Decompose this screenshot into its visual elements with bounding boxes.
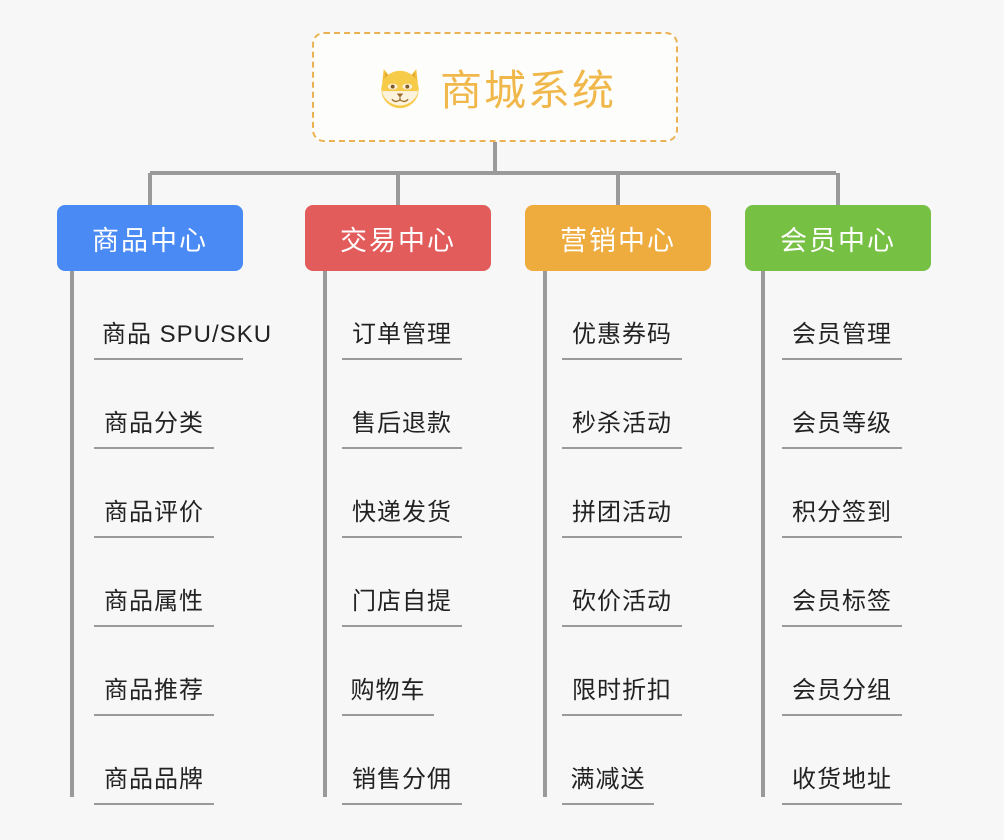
- leaf-item-label: 满减送: [570, 766, 646, 793]
- leaf-list: 优惠券码秒杀活动拼团活动砍价活动限时折扣满减送: [525, 271, 711, 805]
- leaf-underline: 商品评价: [94, 492, 214, 538]
- leaf-underline: 会员分组: [782, 670, 902, 716]
- leaf-underline: 秒杀活动: [562, 403, 682, 449]
- category-header[interactable]: 交易中心: [305, 205, 491, 271]
- leaf-item[interactable]: 商品 SPU/SKU: [57, 271, 273, 360]
- shiba-dog-face-icon: [374, 61, 426, 113]
- leaf-item-label: 拼团活动: [572, 499, 672, 526]
- leaf-item-label: 秒杀活动: [572, 410, 672, 437]
- leaf-item[interactable]: 会员分组: [745, 627, 931, 716]
- leaf-item[interactable]: 快递发货: [305, 449, 491, 538]
- leaf-item[interactable]: 限时折扣: [525, 627, 711, 716]
- category-header[interactable]: 商品中心: [57, 205, 243, 271]
- leaf-underline: 会员管理: [782, 314, 902, 360]
- leaf-item-label: 商品 SPU/SKU: [102, 321, 273, 348]
- leaf-item[interactable]: 购物车: [305, 627, 491, 716]
- root-title: 商城系统: [439, 66, 616, 114]
- leaf-item[interactable]: 商品分类: [57, 360, 243, 449]
- category-column: 营销中心优惠券码秒杀活动拼团活动砍价活动限时折扣满减送: [525, 205, 711, 805]
- leaf-item-label: 销售分佣: [352, 766, 452, 793]
- leaf-item-label: 商品品牌: [104, 766, 204, 793]
- leaf-item[interactable]: 销售分佣: [305, 716, 491, 805]
- category-column: 交易中心订单管理售后退款快递发货门店自提购物车销售分佣: [305, 205, 491, 805]
- leaf-underline: 门店自提: [342, 581, 462, 627]
- leaf-item[interactable]: 订单管理: [305, 271, 491, 360]
- leaf-item-label: 会员等级: [792, 410, 892, 437]
- leaf-item[interactable]: 砍价活动: [525, 538, 711, 627]
- leaf-underline: 积分签到: [782, 492, 902, 538]
- leaf-item-label: 商品分类: [104, 410, 204, 437]
- leaf-item-label: 积分签到: [792, 499, 892, 526]
- leaf-item-label: 会员分组: [792, 677, 892, 704]
- category-header-label: 商品中心: [92, 225, 208, 256]
- leaf-item-label: 砍价活动: [572, 588, 672, 615]
- category-column: 商品中心商品 SPU/SKU 商品分类商品评价商品属性商品推荐商品品牌: [57, 205, 273, 805]
- leaf-list: 商品 SPU/SKU 商品分类商品评价商品属性商品推荐商品品牌: [57, 271, 273, 805]
- leaf-underline: 满减送: [562, 759, 654, 805]
- leaf-underline: 会员等级: [782, 403, 902, 449]
- leaf-item-label: 售后退款: [352, 410, 452, 437]
- leaf-item[interactable]: 商品评价: [57, 449, 243, 538]
- leaf-item[interactable]: 售后退款: [305, 360, 491, 449]
- leaf-underline: 销售分佣: [342, 759, 462, 805]
- leaf-underline: 收货地址: [782, 759, 902, 805]
- leaf-item-label: 商品属性: [104, 588, 204, 615]
- leaf-item-label: 购物车: [350, 677, 426, 704]
- leaf-item-label: 商品评价: [104, 499, 204, 526]
- leaf-underline: 快递发货: [342, 492, 462, 538]
- leaf-underline: 优惠券码: [562, 314, 682, 360]
- category-header[interactable]: 会员中心: [745, 205, 931, 271]
- leaf-underline: 商品分类: [94, 403, 214, 449]
- leaf-item-label: 限时折扣: [572, 677, 672, 704]
- leaf-item[interactable]: 会员等级: [745, 360, 931, 449]
- category-header-label: 会员中心: [780, 225, 896, 256]
- leaf-item[interactable]: 会员管理: [745, 271, 931, 360]
- leaf-underline: 会员标签: [782, 581, 902, 627]
- leaf-item[interactable]: 收货地址: [745, 716, 931, 805]
- leaf-underline: 订单管理: [342, 314, 462, 360]
- category-column: 会员中心会员管理会员等级积分签到会员标签会员分组收货地址: [745, 205, 931, 805]
- leaf-item[interactable]: 满减送: [525, 716, 711, 805]
- leaf-item-label: 会员管理: [792, 321, 892, 348]
- leaf-item[interactable]: 商品属性: [57, 538, 243, 627]
- leaf-underline: 商品属性: [94, 581, 214, 627]
- leaf-underline: 限时折扣: [562, 670, 682, 716]
- leaf-item-label: 快递发货: [352, 499, 452, 526]
- category-header[interactable]: 营销中心: [525, 205, 711, 271]
- leaf-underline: 商品 SPU/SKU: [94, 314, 273, 360]
- leaf-item[interactable]: 积分签到: [745, 449, 931, 538]
- leaf-list: 订单管理售后退款快递发货门店自提购物车销售分佣: [305, 271, 491, 805]
- leaf-item-label: 优惠券码: [572, 321, 672, 348]
- leaf-item[interactable]: 门店自提: [305, 538, 491, 627]
- leaf-underline: 商品品牌: [94, 759, 214, 805]
- leaf-item-label: 会员标签: [792, 588, 892, 615]
- leaf-item[interactable]: 拼团活动: [525, 449, 711, 538]
- leaf-item-label: 商品推荐: [104, 677, 204, 704]
- leaf-item[interactable]: 商品品牌: [57, 716, 243, 805]
- leaf-item[interactable]: 会员标签: [745, 538, 931, 627]
- leaf-item-label: 订单管理: [352, 321, 452, 348]
- leaf-item[interactable]: 商品推荐: [57, 627, 243, 716]
- leaf-item[interactable]: 优惠券码: [525, 271, 711, 360]
- root-node[interactable]: 商城系统: [312, 32, 678, 142]
- leaf-underline: 购物车: [342, 670, 434, 716]
- category-header-label: 营销中心: [560, 225, 676, 256]
- leaf-underline: 拼团活动: [562, 492, 682, 538]
- leaf-list: 会员管理会员等级积分签到会员标签会员分组收货地址: [745, 271, 931, 805]
- leaf-item-label: 门店自提: [352, 588, 452, 615]
- leaf-item[interactable]: 秒杀活动: [525, 360, 711, 449]
- leaf-item-label: 收货地址: [792, 766, 892, 793]
- category-header-label: 交易中心: [340, 225, 456, 256]
- leaf-underline: 售后退款: [342, 403, 462, 449]
- leaf-underline: 商品推荐: [94, 670, 214, 716]
- leaf-underline: 砍价活动: [562, 581, 682, 627]
